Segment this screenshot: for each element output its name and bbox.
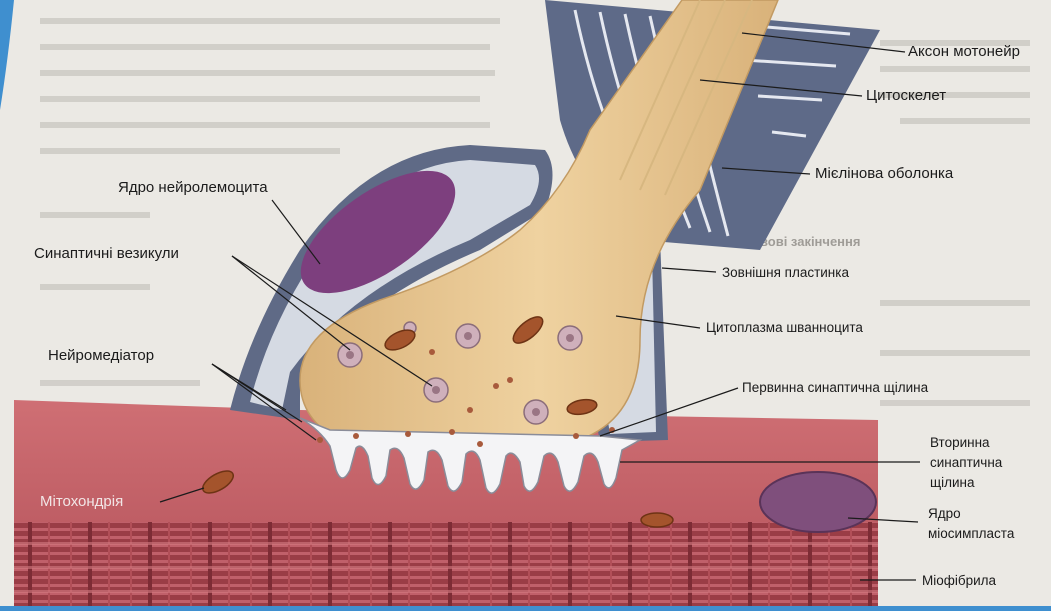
label-neurotransmitter: Нейромедіатор xyxy=(48,347,154,364)
label-myosymplast-nucleus-2: міосимпласта xyxy=(928,526,1015,541)
label-mitochondrion: Мітохондрія xyxy=(40,493,123,510)
label-primary-cleft: Первинна синаптична щілина xyxy=(742,380,929,395)
label-myelin: Мієлінова оболонка xyxy=(815,165,954,182)
label-synaptic-vesicles: Синаптичні везикули xyxy=(34,245,179,262)
label-secondary-cleft-1: Вторинна xyxy=(930,435,990,450)
mitochondrion xyxy=(641,513,673,527)
myofibril-band xyxy=(14,522,878,606)
label-schwann-cytoplasm: Цитоплазма шванноцита xyxy=(706,320,863,335)
background-heading: рвові закінчення xyxy=(752,234,860,249)
label-myofibril: Міофібрила xyxy=(922,573,997,588)
label-outer-lamina: Зовнішня пластинка xyxy=(722,265,849,280)
label-schwann-nucleus: Ядро нейролемоцита xyxy=(118,179,268,196)
myosymplast-nucleus xyxy=(760,472,876,532)
label-secondary-cleft-2: синаптична xyxy=(930,455,1003,470)
label-myosymplast-nucleus-1: Ядро xyxy=(928,506,961,521)
label-cytoskeleton: Цитоскелет xyxy=(866,87,946,104)
label-axon: Аксон мотонейр xyxy=(908,43,1020,60)
label-secondary-cleft-3: щілина xyxy=(930,475,975,490)
